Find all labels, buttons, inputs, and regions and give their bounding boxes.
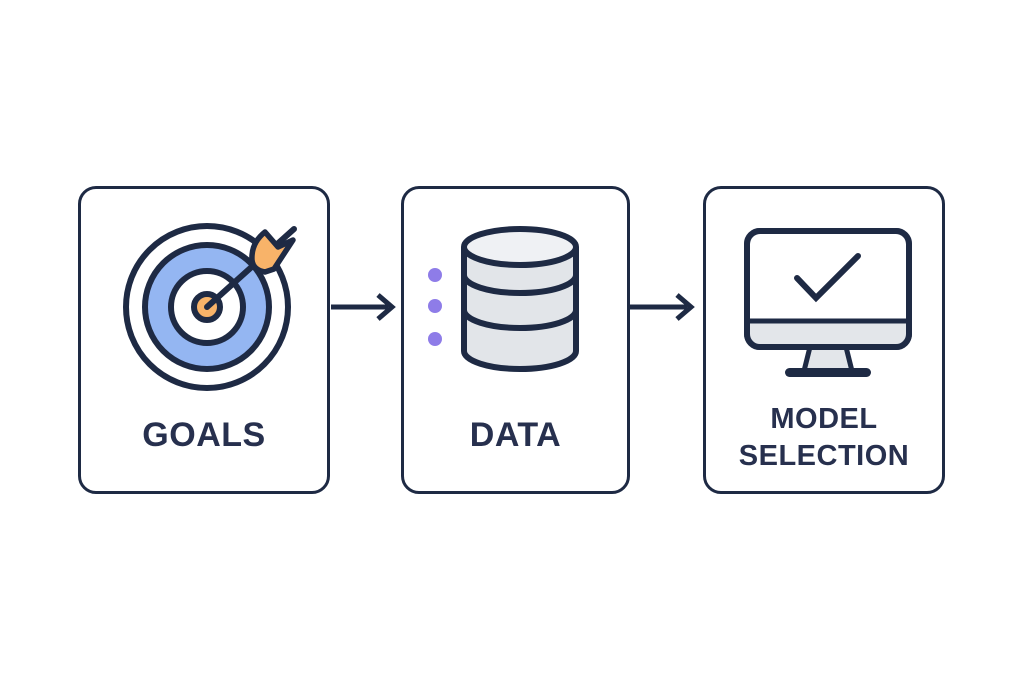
arrow-right-icon bbox=[630, 293, 695, 321]
step-label-goals: GOALS bbox=[142, 416, 266, 454]
step-card-model-selection: MODEL SELECTION bbox=[703, 186, 945, 494]
bullet-dot bbox=[428, 268, 442, 282]
monitor-checkmark-icon bbox=[744, 228, 912, 377]
checkmark-icon bbox=[794, 253, 861, 303]
arrow-right-icon bbox=[331, 293, 396, 321]
step-card-data: DATA bbox=[401, 186, 630, 494]
bullet-dot bbox=[428, 299, 442, 313]
bullet-dot bbox=[428, 332, 442, 346]
step-label-model-selection: MODEL SELECTION bbox=[738, 403, 910, 472]
database-icon bbox=[428, 226, 579, 372]
step-label-data: DATA bbox=[469, 416, 562, 454]
target-arrow-icon bbox=[123, 223, 297, 391]
step-card-goals: GOALS bbox=[78, 186, 330, 494]
